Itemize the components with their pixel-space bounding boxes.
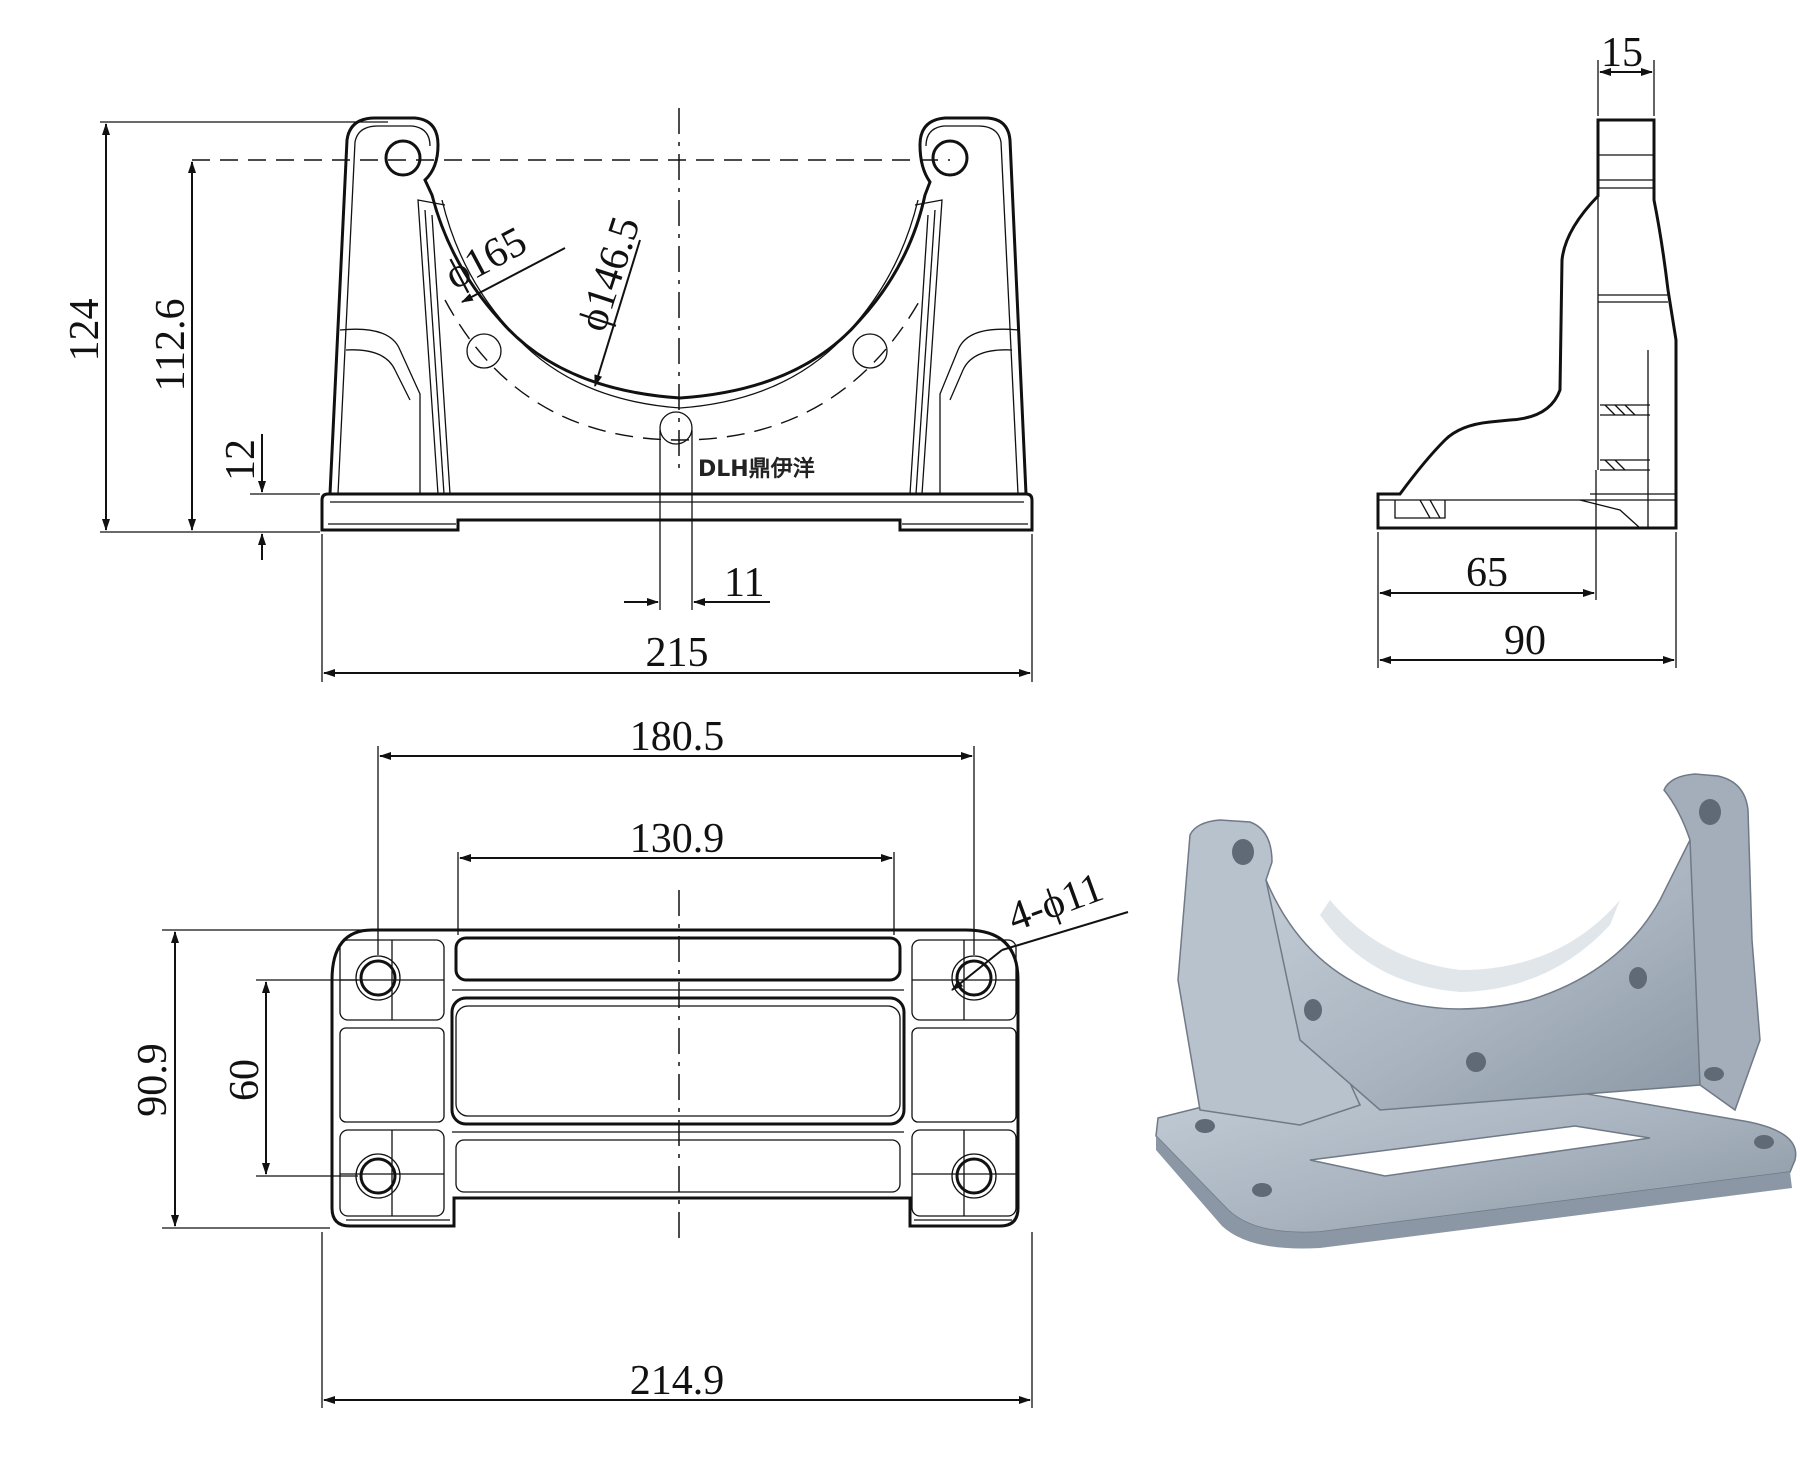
front-bracket-body: [328, 116, 1028, 495]
front-hole-left: [384, 139, 422, 177]
top-hole-br: [955, 1157, 993, 1195]
front-view: DLH鼎伊洋 124 112.6 12 11 215 ϕ165 ϕ146.5: [62, 108, 1034, 682]
dim-12: 12: [218, 439, 264, 481]
dim-112-6: 112.6: [148, 299, 194, 392]
side-profile: [1376, 118, 1678, 530]
dim-90: 90: [1504, 618, 1546, 664]
dim-15: 15: [1601, 30, 1643, 76]
top-outline: [330, 928, 1020, 1228]
top-hole-tr: [955, 959, 993, 997]
dim-130-9: 130.9: [630, 816, 725, 862]
front-hole-right: [931, 139, 969, 177]
dim-11: 11: [724, 560, 764, 606]
front-base-plate: [320, 492, 1034, 532]
top-hole-tl: [359, 959, 397, 997]
top-hole-bl: [359, 1157, 397, 1195]
side-view: 15 65 90: [1376, 30, 1678, 668]
dim-124: 124: [62, 299, 108, 362]
dim-phi-165: ϕ165: [438, 218, 535, 299]
top-view: 180.5 130.9 4-ϕ11 90.9 60 214.9: [130, 714, 1129, 1408]
dim-phi-146-5: ϕ146.5: [570, 211, 650, 336]
top-slot-center: [450, 996, 906, 1126]
dim-90-9: 90.9: [130, 1043, 176, 1117]
front-logo-text: DLH鼎伊洋: [698, 456, 815, 482]
dim-65: 65: [1466, 550, 1508, 596]
dim-4-phi-11: 4-ϕ11: [1002, 864, 1109, 941]
dim-214-9: 214.9: [630, 1358, 725, 1404]
top-slot-upper: [454, 936, 902, 982]
dim-215: 215: [646, 630, 709, 676]
dim-60: 60: [222, 1059, 268, 1101]
render-3d: [1155, 773, 1797, 1249]
dim-180-5: 180.5: [630, 714, 725, 760]
